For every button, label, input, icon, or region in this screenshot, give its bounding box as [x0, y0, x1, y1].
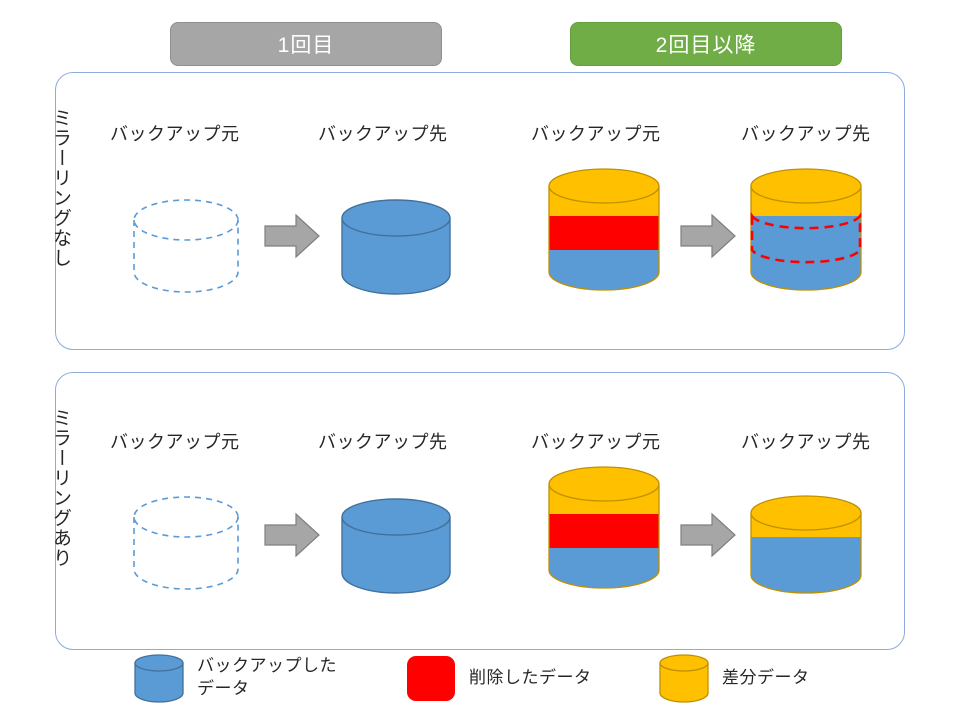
caption-r1-g2-source: バックアップ元: [531, 124, 661, 144]
cylinder-r2-g1-source-empty: [132, 495, 240, 591]
legend: バックアップした データ 削除したデータ: [0, 648, 960, 720]
arrow-r2-g2-right: [680, 512, 736, 558]
yellow-cylinder-icon: [658, 652, 710, 704]
arrow-r2-g1-right: [264, 512, 320, 558]
caption-r2-g2-source: バックアップ元: [531, 432, 661, 452]
cylinder-r2-g2-source: [546, 466, 662, 592]
cylinder-r1-g2-destination: [748, 168, 864, 294]
legend-item-backed-up: バックアップした データ: [133, 652, 337, 704]
badge-first-run: 1回目: [170, 22, 442, 66]
badge-second-run-onward: 2回目以降: [570, 22, 842, 66]
caption-r1-g1-source: バックアップ元: [110, 124, 240, 144]
cylinder-r1-g1-source-empty: [132, 198, 240, 294]
legend-label-deleted: 削除したデータ: [469, 667, 592, 687]
caption-r1-g2-destination: バックアップ先: [741, 124, 871, 144]
panel-no-mirroring: [55, 72, 905, 350]
panel-with-mirroring: [55, 372, 905, 650]
caption-r1-g1-destination: バックアップ先: [318, 124, 448, 144]
caption-r2-g1-source: バックアップ元: [110, 432, 240, 452]
cylinder-r2-g1-destination: [340, 497, 452, 597]
cylinder-r1-g1-destination: [340, 198, 452, 298]
arrow-r1-g2-right: [680, 213, 736, 259]
cylinder-r1-g2-source: [546, 168, 662, 294]
deleted-remaining-marker: [750, 211, 862, 264]
arrow-r1-g1-right: [264, 213, 320, 259]
blue-cylinder-icon: [133, 652, 185, 704]
caption-r2-g1-destination: バックアップ先: [318, 432, 448, 452]
caption-r2-g2-destination: バックアップ先: [741, 432, 871, 452]
cylinder-r2-g2-destination: [748, 495, 864, 597]
legend-label-backed-up: バックアップした データ: [197, 656, 337, 698]
legend-label-diff: 差分データ: [722, 667, 810, 687]
row-label-no-mirroring: ミラーリングなし: [50, 108, 71, 268]
row-label-with-mirroring: ミラーリングあり: [50, 408, 71, 568]
legend-item-diff: 差分データ: [658, 652, 810, 704]
red-block-icon: [405, 652, 457, 704]
legend-item-deleted: 削除したデータ: [405, 652, 592, 704]
